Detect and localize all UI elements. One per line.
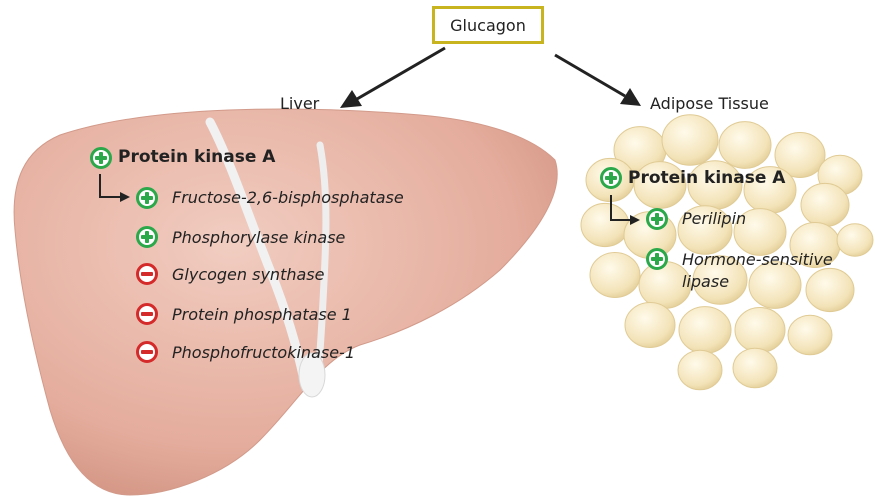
- adipose-cell: [733, 208, 787, 256]
- liver-pka-connector-head: [120, 192, 130, 202]
- adipose-cell: [718, 121, 772, 169]
- liver-pka-label: Protein kinase A: [118, 147, 276, 167]
- liver-target-4-minus-icon: [136, 303, 158, 325]
- adipose-pka-plus-icon: [600, 167, 622, 189]
- liver-ligament: [205, 117, 310, 390]
- liver-pka-connector: [99, 174, 122, 198]
- liver-target-2-plus-icon: [136, 226, 158, 248]
- arrow-to-adipose-head: [620, 88, 641, 106]
- adipose-cell: [800, 182, 850, 228]
- liver-target-5-label: Phosphofructokinase-1: [172, 343, 355, 362]
- adipose-cell: [589, 252, 641, 298]
- adipose-target-1-label: Perilipin: [682, 209, 747, 228]
- liver-target-4-label: Protein phosphatase 1: [172, 305, 352, 324]
- liver-label: Liver: [280, 94, 320, 113]
- adipose-cell: [836, 223, 874, 257]
- adipose-cell: [580, 202, 630, 248]
- adipose-cell: [677, 349, 723, 391]
- arrow-to-liver: [356, 46, 446, 101]
- liver-target-1-label: Fructose-2,6-bisphosphatase: [172, 188, 404, 207]
- glucagon-label: Glucagon: [450, 15, 526, 35]
- liver-target-3-label: Glycogen synthase: [172, 265, 325, 284]
- adipose-target-1-plus-icon: [646, 208, 668, 230]
- liver-target-5-minus-icon: [136, 341, 158, 363]
- adipose-cell: [748, 261, 802, 309]
- adipose-cell: [732, 347, 778, 389]
- adipose-pka-connector: [610, 195, 632, 221]
- liver-target-1-plus-icon: [136, 187, 158, 209]
- adipose-target-2-label-line2: lipase: [682, 272, 730, 291]
- adipose-pka-label: Protein kinase A: [628, 168, 786, 188]
- liver-target-3-minus-icon: [136, 263, 158, 285]
- adipose-cell: [787, 314, 833, 356]
- arrow-to-adipose: [554, 53, 626, 98]
- adipose-cell: [624, 302, 676, 348]
- gallbladder: [298, 352, 326, 398]
- adipose-cells: [580, 114, 874, 391]
- liver-target-2-label: Phosphorylase kinase: [172, 228, 346, 247]
- adipose-target-2-plus-icon: [646, 248, 668, 270]
- adipose-cell: [677, 205, 733, 255]
- liver-pka-plus-icon: [90, 147, 112, 169]
- adipose-cell: [734, 307, 786, 353]
- adipose-label: Adipose Tissue: [650, 94, 769, 113]
- glucagon-box: Glucagon: [432, 6, 544, 44]
- adipose-cell: [678, 306, 732, 354]
- arrow-to-liver-head: [340, 90, 362, 108]
- adipose-cell: [692, 255, 748, 305]
- adipose-cell: [805, 267, 855, 313]
- adipose-cell: [774, 132, 826, 178]
- adipose-cell: [661, 114, 719, 166]
- adipose-pka-connector-head: [630, 215, 640, 225]
- adipose-target-2-label: Hormone-sensitive: [682, 250, 833, 269]
